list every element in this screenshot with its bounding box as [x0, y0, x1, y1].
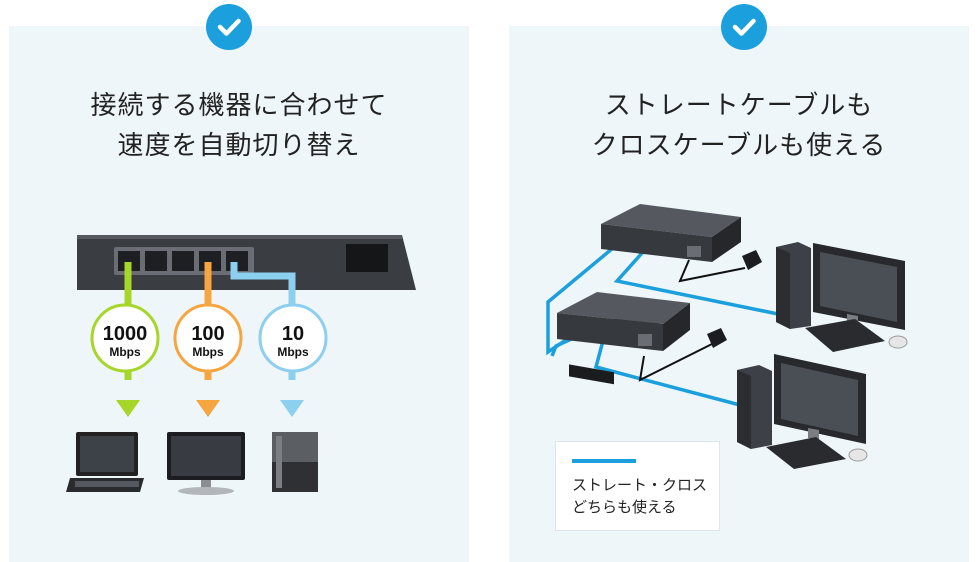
legend-text: ストレート・クロス どちらも使える: [572, 474, 707, 518]
power-cables: [638, 259, 746, 382]
speed-unit-10: Mbps: [277, 345, 309, 359]
switch-icon-bottom: [557, 292, 690, 385]
speed-label-100: 100 Mbps: [168, 323, 248, 359]
check-badge-icon-left: [206, 4, 252, 50]
speed-unit-100: Mbps: [192, 345, 224, 359]
left-title-line1: 接続する機器に合わせて: [90, 91, 388, 121]
speed-unit-1000: Mbps: [109, 345, 141, 359]
monitor-icon: [167, 432, 245, 495]
arrow-10-icon: [280, 400, 304, 417]
desktop-pc-icon-bottom: [737, 354, 868, 469]
speed-circle-100: [173, 303, 243, 373]
lan-cables: [546, 241, 779, 407]
desktop-pc-icon-top: [776, 242, 908, 352]
legend-line2: どちらも使える: [572, 498, 677, 516]
laptop-icon: [66, 432, 144, 492]
cable-legend: ストレート・クロス どちらも使える: [555, 441, 720, 531]
speed-value-10: 10: [281, 323, 305, 345]
right-panel-title: ストレートケーブルも クロスケーブルも使える: [509, 86, 969, 166]
arrow-100-icon: [196, 400, 220, 417]
left-title-line2: 速度を自動切り替え: [117, 131, 361, 161]
speed-value-100: 100: [191, 323, 225, 345]
speed-label-1000: 1000 Mbps: [85, 323, 165, 359]
speed-value-1000: 1000: [102, 323, 148, 345]
nas-icon: [272, 432, 318, 492]
legend-cable-swatch: [572, 459, 636, 463]
speed-circle-1000: [90, 303, 160, 373]
speed-label-10: 10 Mbps: [253, 323, 333, 359]
right-title-line1: ストレートケーブルも: [604, 91, 874, 121]
speed-circle-10: [258, 303, 328, 373]
right-title-line2: クロスケーブルも使える: [591, 131, 887, 161]
legend-line1: ストレート・クロス: [572, 476, 708, 494]
left-panel-title: 接続する機器に合わせて 速度を自動切り替え: [9, 86, 469, 166]
power-plug-icon: [707, 250, 762, 348]
arrow-1000-icon: [116, 400, 140, 417]
check-badge-icon-right: [721, 4, 767, 50]
